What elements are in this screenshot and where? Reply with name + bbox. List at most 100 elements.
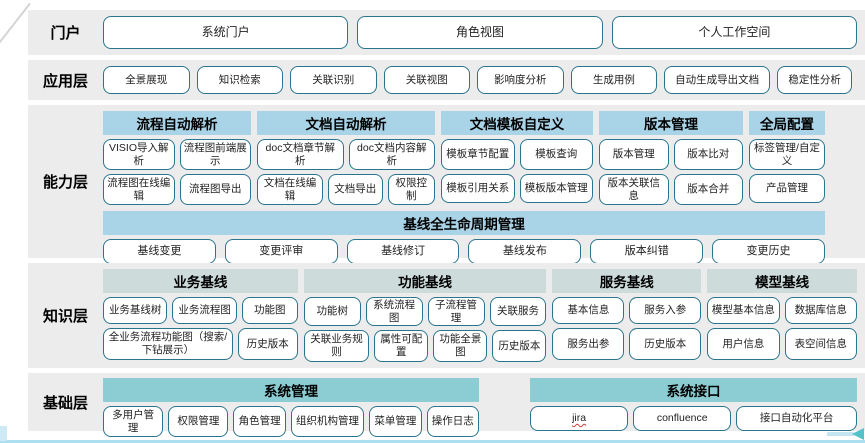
application-box: 生成用例	[570, 66, 658, 94]
portal-content: 系统门户 角色视图 个人工作空间	[103, 16, 857, 49]
portal-box: 系统门户	[103, 16, 349, 49]
layer-band-knowledge: 知识层 业务基线 业务基线树 业务流程图 功能图 全业务流程功能图（搜索/下钻展…	[28, 263, 865, 368]
capability-box: 版本关联信息	[599, 174, 669, 206]
knowledge-box: 属性可配置	[374, 330, 429, 362]
knowledge-box: 功能树	[303, 297, 361, 326]
application-box: 全景展现	[103, 66, 190, 94]
knowledge-box: 服务入参	[629, 297, 702, 324]
capability-box: 文档导出	[328, 174, 383, 206]
layer-band-portal: 门户 系统门户 角色视图 个人工作空间	[28, 10, 865, 55]
knowledge-box: 业务流程图	[172, 297, 237, 324]
group-header: 文档模板自定义	[441, 111, 593, 135]
foundation-box: 多用户管理	[103, 406, 164, 438]
jira-label: jira	[572, 412, 587, 425]
capability-box: 模板章节配置	[441, 139, 515, 170]
group-header: 流程自动解析	[103, 111, 251, 135]
knowledge-box: 服务出参	[552, 328, 625, 360]
capability-box: 模板查询	[519, 139, 593, 170]
baseline-lifecycle-section: 基线全生命周期管理 基线变更 变更评审 基线修订 基线发布 版本纠错 变更历史	[103, 211, 825, 265]
application-box: 影响度分析	[477, 66, 564, 94]
capability-box: 文档在线编辑	[257, 174, 324, 206]
capability-box: 流程图前端展示	[179, 139, 251, 171]
group-doc-template-custom: 文档模板自定义 模板章节配置 模板查询 模板引用关系 模板版本管理	[441, 111, 593, 205]
group-system-interface: 系统接口 jira confluence 接口自动化平台	[530, 378, 857, 431]
group-header: 文档自动解析	[257, 111, 435, 135]
application-content: 全景展现 知识检索 关联识别 关联视图 影响度分析 生成用例 自动生成导出文档 …	[103, 66, 857, 94]
group-function-baseline: 功能基线 功能树 系统流程图 子流程管理 关联服务 关联业务规则 属性可配置 功…	[303, 269, 547, 362]
capability-box: 流程图在线编辑	[103, 174, 175, 206]
layer-label-capability: 能力层	[42, 174, 88, 191]
knowledge-box: 历史版本	[237, 328, 298, 360]
group-header: 全局配置	[749, 111, 825, 135]
application-box: 稳定性分析	[777, 66, 852, 94]
left-accent-strip	[0, 426, 7, 441]
jira-box: jira	[530, 406, 629, 431]
knowledge-box: 全业务流程功能图（搜索/下钻展示）	[103, 328, 233, 360]
knowledge-box: 业务基线树	[103, 297, 168, 324]
knowledge-box: 历史版本	[629, 328, 702, 360]
layer-band-foundation: 基础层 系统管理 多用户管理 权限管理 角色管理 组织机构管理 菜单管理 操作日…	[28, 373, 865, 438]
knowledge-box: 功能全景图	[433, 330, 488, 362]
group-header: 系统接口	[530, 378, 857, 402]
knowledge-box: 模型基本信息	[707, 297, 780, 324]
layer-band-capability: 能力层 流程自动解析 VISIO导入解析 流程图前端展示 流程图在线编辑 流程图…	[28, 105, 865, 265]
knowledge-box: 数据库信息	[784, 297, 858, 324]
capability-box: doc文档内容解析	[348, 139, 435, 171]
group-model-baseline: 模型基线 模型基本信息 数据库信息 用户信息 表空间信息	[707, 269, 858, 362]
application-box: 关联识别	[290, 66, 377, 94]
group-header: 业务基线	[103, 269, 298, 293]
knowledge-box: 系统流程图	[365, 297, 423, 326]
knowledge-box: 历史版本	[492, 330, 547, 362]
group-system-management: 系统管理 多用户管理 权限管理 角色管理 组织机构管理 菜单管理 操作日志	[103, 378, 479, 438]
group-global-config: 全局配置 标签管理/自定义 产品管理	[749, 111, 825, 205]
prev-slide-arrow[interactable]	[827, 428, 864, 440]
group-header: 服务基线	[552, 269, 702, 293]
group-header: 模型基线	[707, 269, 857, 293]
application-box: 自动生成导出文档	[664, 66, 771, 94]
layer-label-application: 应用层	[42, 72, 88, 90]
layer-band-application: 应用层 全景展现 知识检索 关联识别 关联视图 影响度分析 生成用例 自动生成导…	[28, 60, 865, 100]
foundation-box: 接口自动化平台	[736, 406, 857, 431]
baseline-box: 变更历史	[712, 239, 825, 265]
group-header: 版本管理	[599, 111, 743, 135]
application-box: 知识检索	[196, 66, 284, 94]
capability-box: VISIO导入解析	[103, 139, 175, 171]
knowledge-box: 表空间信息	[784, 328, 858, 360]
group-version-management: 版本管理 版本管理 版本比对 版本关联信息 版本合并	[599, 111, 743, 206]
capability-box: 版本管理	[599, 139, 669, 170]
capability-content: 流程自动解析 VISIO导入解析 流程图前端展示 流程图在线编辑 流程图导出 文…	[103, 111, 857, 265]
capability-box: 模板引用关系	[441, 174, 515, 203]
knowledge-box: 关联服务	[489, 297, 547, 326]
group-header: 功能基线	[303, 269, 547, 293]
group-header: 系统管理	[103, 378, 479, 402]
application-box: 关联视图	[383, 66, 471, 94]
capability-box: 版本比对	[673, 139, 743, 170]
capability-box: 模板版本管理	[519, 174, 593, 203]
layer-label-foundation: 基础层	[42, 394, 88, 412]
capability-box: 流程图导出	[179, 174, 251, 206]
foundation-content: 系统管理 多用户管理 权限管理 角色管理 组织机构管理 菜单管理 操作日志 系统…	[103, 378, 857, 438]
capability-box: 产品管理	[749, 174, 825, 204]
left-arrow-icon	[852, 428, 864, 440]
baseline-box: 基线发布	[468, 239, 582, 265]
layer-label-knowledge: 知识层	[42, 308, 88, 325]
layer-label-portal: 门户	[50, 25, 81, 42]
corner-decoration-line	[0, 2, 31, 46]
foundation-box: 菜单管理	[369, 406, 422, 438]
group-business-baseline: 业务基线 业务基线树 业务流程图 功能图 全业务流程功能图（搜索/下钻展示） 历…	[103, 269, 298, 362]
baseline-box: 基线修订	[346, 239, 460, 265]
foundation-box: 组织机构管理	[290, 406, 365, 438]
baseline-lifecycle-header: 基线全生命周期管理	[103, 211, 825, 236]
group-service-baseline: 服务基线 基本信息 服务入参 服务出参 历史版本	[552, 269, 702, 362]
baseline-box: 基线变更	[103, 239, 216, 265]
knowledge-box: 子流程管理	[427, 297, 485, 326]
knowledge-box: 基本信息	[552, 297, 625, 324]
foundation-box: 角色管理	[233, 406, 286, 438]
baseline-box: 版本纠错	[590, 239, 704, 265]
foundation-box: 操作日志	[426, 406, 479, 438]
knowledge-box: 用户信息	[707, 328, 780, 360]
capability-box: 标签管理/自定义	[749, 139, 825, 171]
knowledge-content: 业务基线 业务基线树 业务流程图 功能图 全业务流程功能图（搜索/下钻展示） 历…	[103, 269, 858, 362]
group-process-auto-parse: 流程自动解析 VISIO导入解析 流程图前端展示 流程图在线编辑 流程图导出	[103, 111, 251, 206]
portal-box: 角色视图	[357, 16, 603, 49]
